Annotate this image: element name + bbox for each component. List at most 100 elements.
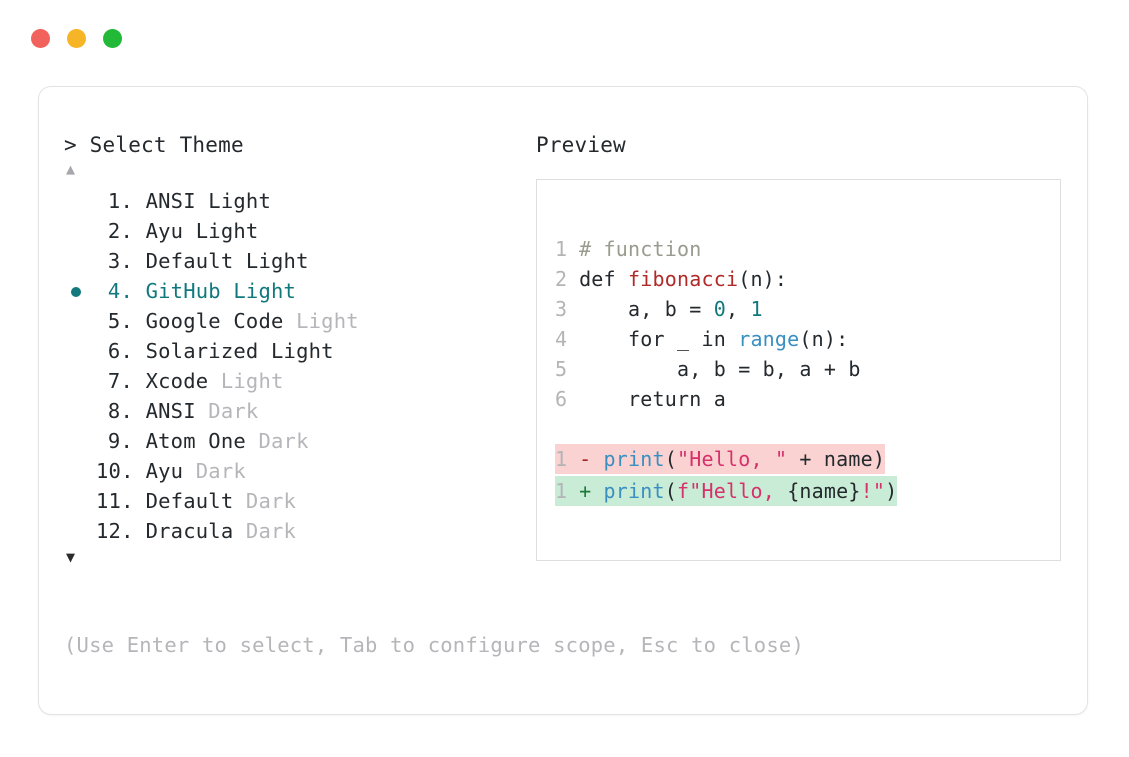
diff-line-content: 1+ print(f"Hello, {name}!") — [555, 476, 898, 506]
diff-line-del: 1- print("Hello, " + name) — [555, 444, 1060, 476]
theme-list-item[interactable]: 9. Atom One Dark — [64, 426, 534, 456]
theme-item-variant: Light — [245, 249, 309, 273]
line-number: 5 — [555, 357, 568, 381]
code-token: + name) — [787, 447, 886, 471]
code-token: print — [603, 479, 665, 503]
theme-list-item[interactable]: 10. Ayu Dark — [64, 456, 534, 486]
line-number: 1 — [555, 447, 568, 471]
code-token: (n): — [799, 327, 849, 351]
code-token: 0 — [713, 297, 726, 321]
theme-item-variant: Dark — [195, 459, 246, 483]
code-token: a, b = b, a + b — [579, 357, 861, 381]
window-traffic-lights — [31, 29, 122, 48]
theme-item-index: 6. — [107, 339, 134, 363]
code-line: 6 return a — [555, 384, 1060, 414]
code-token: return a — [579, 387, 726, 411]
scroll-down-icon[interactable]: ▼ — [66, 548, 76, 566]
code-token: range — [738, 327, 800, 351]
code-token: (n): — [738, 267, 788, 291]
theme-item-name: ANSI — [145, 189, 196, 213]
theme-item-variant: Light — [296, 309, 359, 333]
theme-item-name: ANSI — [145, 399, 196, 423]
theme-item-name: Ayu — [145, 219, 184, 243]
prompt-label: > Select Theme — [64, 133, 244, 157]
theme-item-name: Default — [145, 489, 234, 513]
code-line: 1# function — [555, 234, 1060, 264]
theme-item-variant: Light — [208, 189, 271, 213]
code-token: 1 — [750, 297, 763, 321]
theme-item-name: Default — [145, 249, 234, 273]
theme-item-name: Solarized — [145, 339, 259, 363]
code-token: ( — [664, 447, 678, 471]
code-token: "Hello, " — [677, 447, 788, 471]
code-token: print — [603, 447, 665, 471]
theme-item-index: 8. — [107, 399, 134, 423]
theme-list-item[interactable]: 11. Default Dark — [64, 486, 534, 516]
code-line: 4 for _ in range(n): — [555, 324, 1060, 354]
line-number: 3 — [555, 297, 568, 321]
line-number: 2 — [555, 267, 568, 291]
diff-sample: 1- print("Hello, " + name)1+ print(f"Hel… — [555, 444, 1060, 508]
scroll-up-icon[interactable]: ▲ — [66, 160, 76, 178]
theme-list-item[interactable]: 6. Solarized Light — [64, 336, 534, 366]
theme-item-variant: Light — [220, 369, 284, 393]
theme-item-name: Ayu — [145, 459, 184, 483]
code-token: !" — [860, 479, 886, 503]
theme-list-item[interactable]: 3. Default Light — [64, 246, 534, 276]
theme-item-index: 4. — [107, 279, 134, 303]
theme-item-variant: Dark — [208, 399, 259, 423]
theme-item-index: 11. — [96, 489, 134, 513]
theme-list-item[interactable]: 1. ANSI Light — [64, 186, 534, 216]
code-token: fibonacci — [628, 267, 739, 291]
theme-item-index: 5. — [107, 309, 134, 333]
preview-label: Preview — [536, 133, 626, 157]
theme-list-item[interactable]: 4. GitHub Light — [64, 276, 534, 306]
theme-item-index: 9. — [107, 429, 134, 453]
theme-item-index: 1. — [107, 189, 134, 213]
code-token: for _ in — [579, 327, 739, 351]
code-line: 3 a, b = 0, 1 — [555, 294, 1060, 324]
minimize-window-button[interactable] — [67, 29, 86, 48]
theme-list-item[interactable]: 12. Dracula Dark — [64, 516, 534, 546]
theme-item-variant: Dark — [245, 519, 297, 543]
line-number: 1 — [555, 479, 568, 503]
theme-item-index: 12. — [96, 519, 134, 543]
theme-item-index: 7. — [107, 369, 134, 393]
diff-sign: - — [579, 447, 604, 471]
theme-item-variant: Light — [195, 219, 259, 243]
code-token: ( — [664, 479, 678, 503]
code-token: def — [579, 267, 629, 291]
code-token: , — [725, 297, 751, 321]
code-line: 5 a, b = b, a + b — [555, 354, 1060, 384]
theme-item-variant: Light — [271, 339, 334, 363]
theme-item-index: 3. — [107, 249, 134, 273]
zoom-window-button[interactable] — [103, 29, 122, 48]
diff-sign: + — [579, 479, 604, 503]
code-token: # function — [579, 237, 702, 261]
theme-list-item[interactable]: 5. Google Code Light — [64, 306, 534, 336]
theme-list-item[interactable]: 7. Xcode Light — [64, 366, 534, 396]
theme-item-name: Xcode — [145, 369, 209, 393]
theme-item-variant: Light — [233, 279, 297, 303]
code-spacer — [555, 414, 1060, 444]
keyboard-hint-text: (Use Enter to select, Tab to configure s… — [64, 633, 804, 657]
code-token: {name} — [787, 479, 861, 503]
theme-list-item[interactable]: 2. Ayu Light — [64, 216, 534, 246]
theme-list-item[interactable]: 8. ANSI Dark — [64, 396, 534, 426]
diff-line-content: 1- print("Hello, " + name) — [555, 444, 886, 474]
close-window-button[interactable] — [31, 29, 50, 48]
theme-item-name: Atom One — [145, 429, 246, 453]
theme-item-name: Google Code — [145, 309, 284, 333]
code-line: 2 def fibonacci(n): — [555, 264, 1060, 294]
theme-item-index: 2. — [107, 219, 134, 243]
theme-item-variant: Dark — [258, 429, 309, 453]
diff-line-add: 1+ print(f"Hello, {name}!") — [555, 476, 1060, 508]
code-token: ) — [885, 479, 898, 503]
theme-item-name: Dracula — [145, 519, 234, 543]
